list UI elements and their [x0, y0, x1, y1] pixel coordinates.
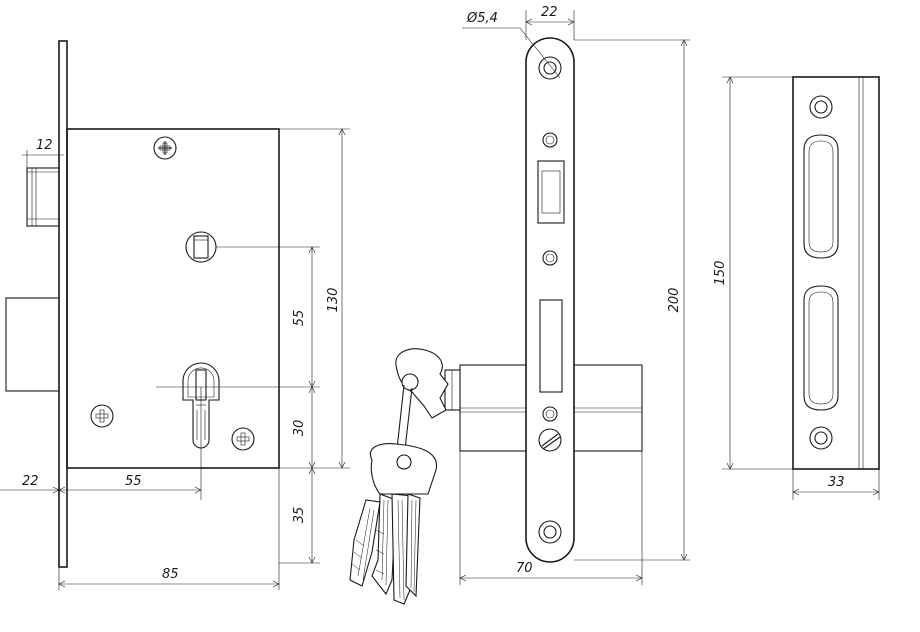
- screw-bottom-left-icon: [90, 404, 114, 428]
- dim-cylinder-length-label: 70: [516, 561, 533, 576]
- dim-handle-cylinder-label: 55: [292, 310, 307, 327]
- latch-bolt: [26, 167, 60, 227]
- spindle-hole-icon: [185, 231, 217, 263]
- screw-bottom-right-icon: [231, 427, 255, 451]
- strike-bottom-hole-icon: [809, 426, 833, 450]
- dim-body-width-label: 85: [162, 567, 179, 582]
- dim-strike-height-label: 150: [713, 261, 728, 286]
- lock-body-view: 12 130 55 30 35 22 55 85: [0, 40, 350, 590]
- keys-icon: [349, 348, 449, 605]
- dim-bolt-width-label: 12: [36, 138, 53, 153]
- faceplate-top-hole-icon: [538, 56, 562, 80]
- faceplate-view: Ø5,4 22 200 70: [349, 5, 690, 605]
- faceplate-bottom-hole-icon: [538, 520, 562, 544]
- bolt-opening: [539, 299, 563, 393]
- dim-cylinder-bottom-a-label: 30: [292, 420, 307, 437]
- dim-strike-width-label: 33: [828, 475, 845, 490]
- dim-backset-label: 55: [125, 474, 142, 489]
- dim-faceplate-height-label: 200: [667, 288, 682, 313]
- dim-cylinder-bottom-b-label: 35: [292, 507, 307, 524]
- strike-upper-slot: [803, 134, 839, 259]
- faceplate-screw-3-icon: [542, 406, 558, 422]
- faceplate-screw-1-icon: [542, 132, 558, 148]
- dim-faceplate-width-label: 22: [541, 5, 558, 20]
- faceplate-screw-2-icon: [542, 250, 558, 266]
- screw-top-icon: [153, 136, 177, 160]
- strike-top-hole-icon: [809, 95, 833, 119]
- cylinder-hole-icon: [182, 362, 220, 449]
- dead-bolt: [5, 297, 60, 392]
- dim-body-height-label: 130: [326, 288, 341, 313]
- latch-opening: [537, 160, 565, 224]
- dim-backset-left-label: 22: [22, 474, 39, 489]
- dim-hole-diameter-label: Ø5,4: [466, 11, 498, 26]
- strike-plate-view: 150 33: [713, 76, 880, 500]
- strike-plate: [792, 76, 880, 470]
- strike-lower-slot: [803, 285, 839, 411]
- lock-case: [66, 128, 280, 469]
- cylinder-screw-icon: [538, 428, 562, 452]
